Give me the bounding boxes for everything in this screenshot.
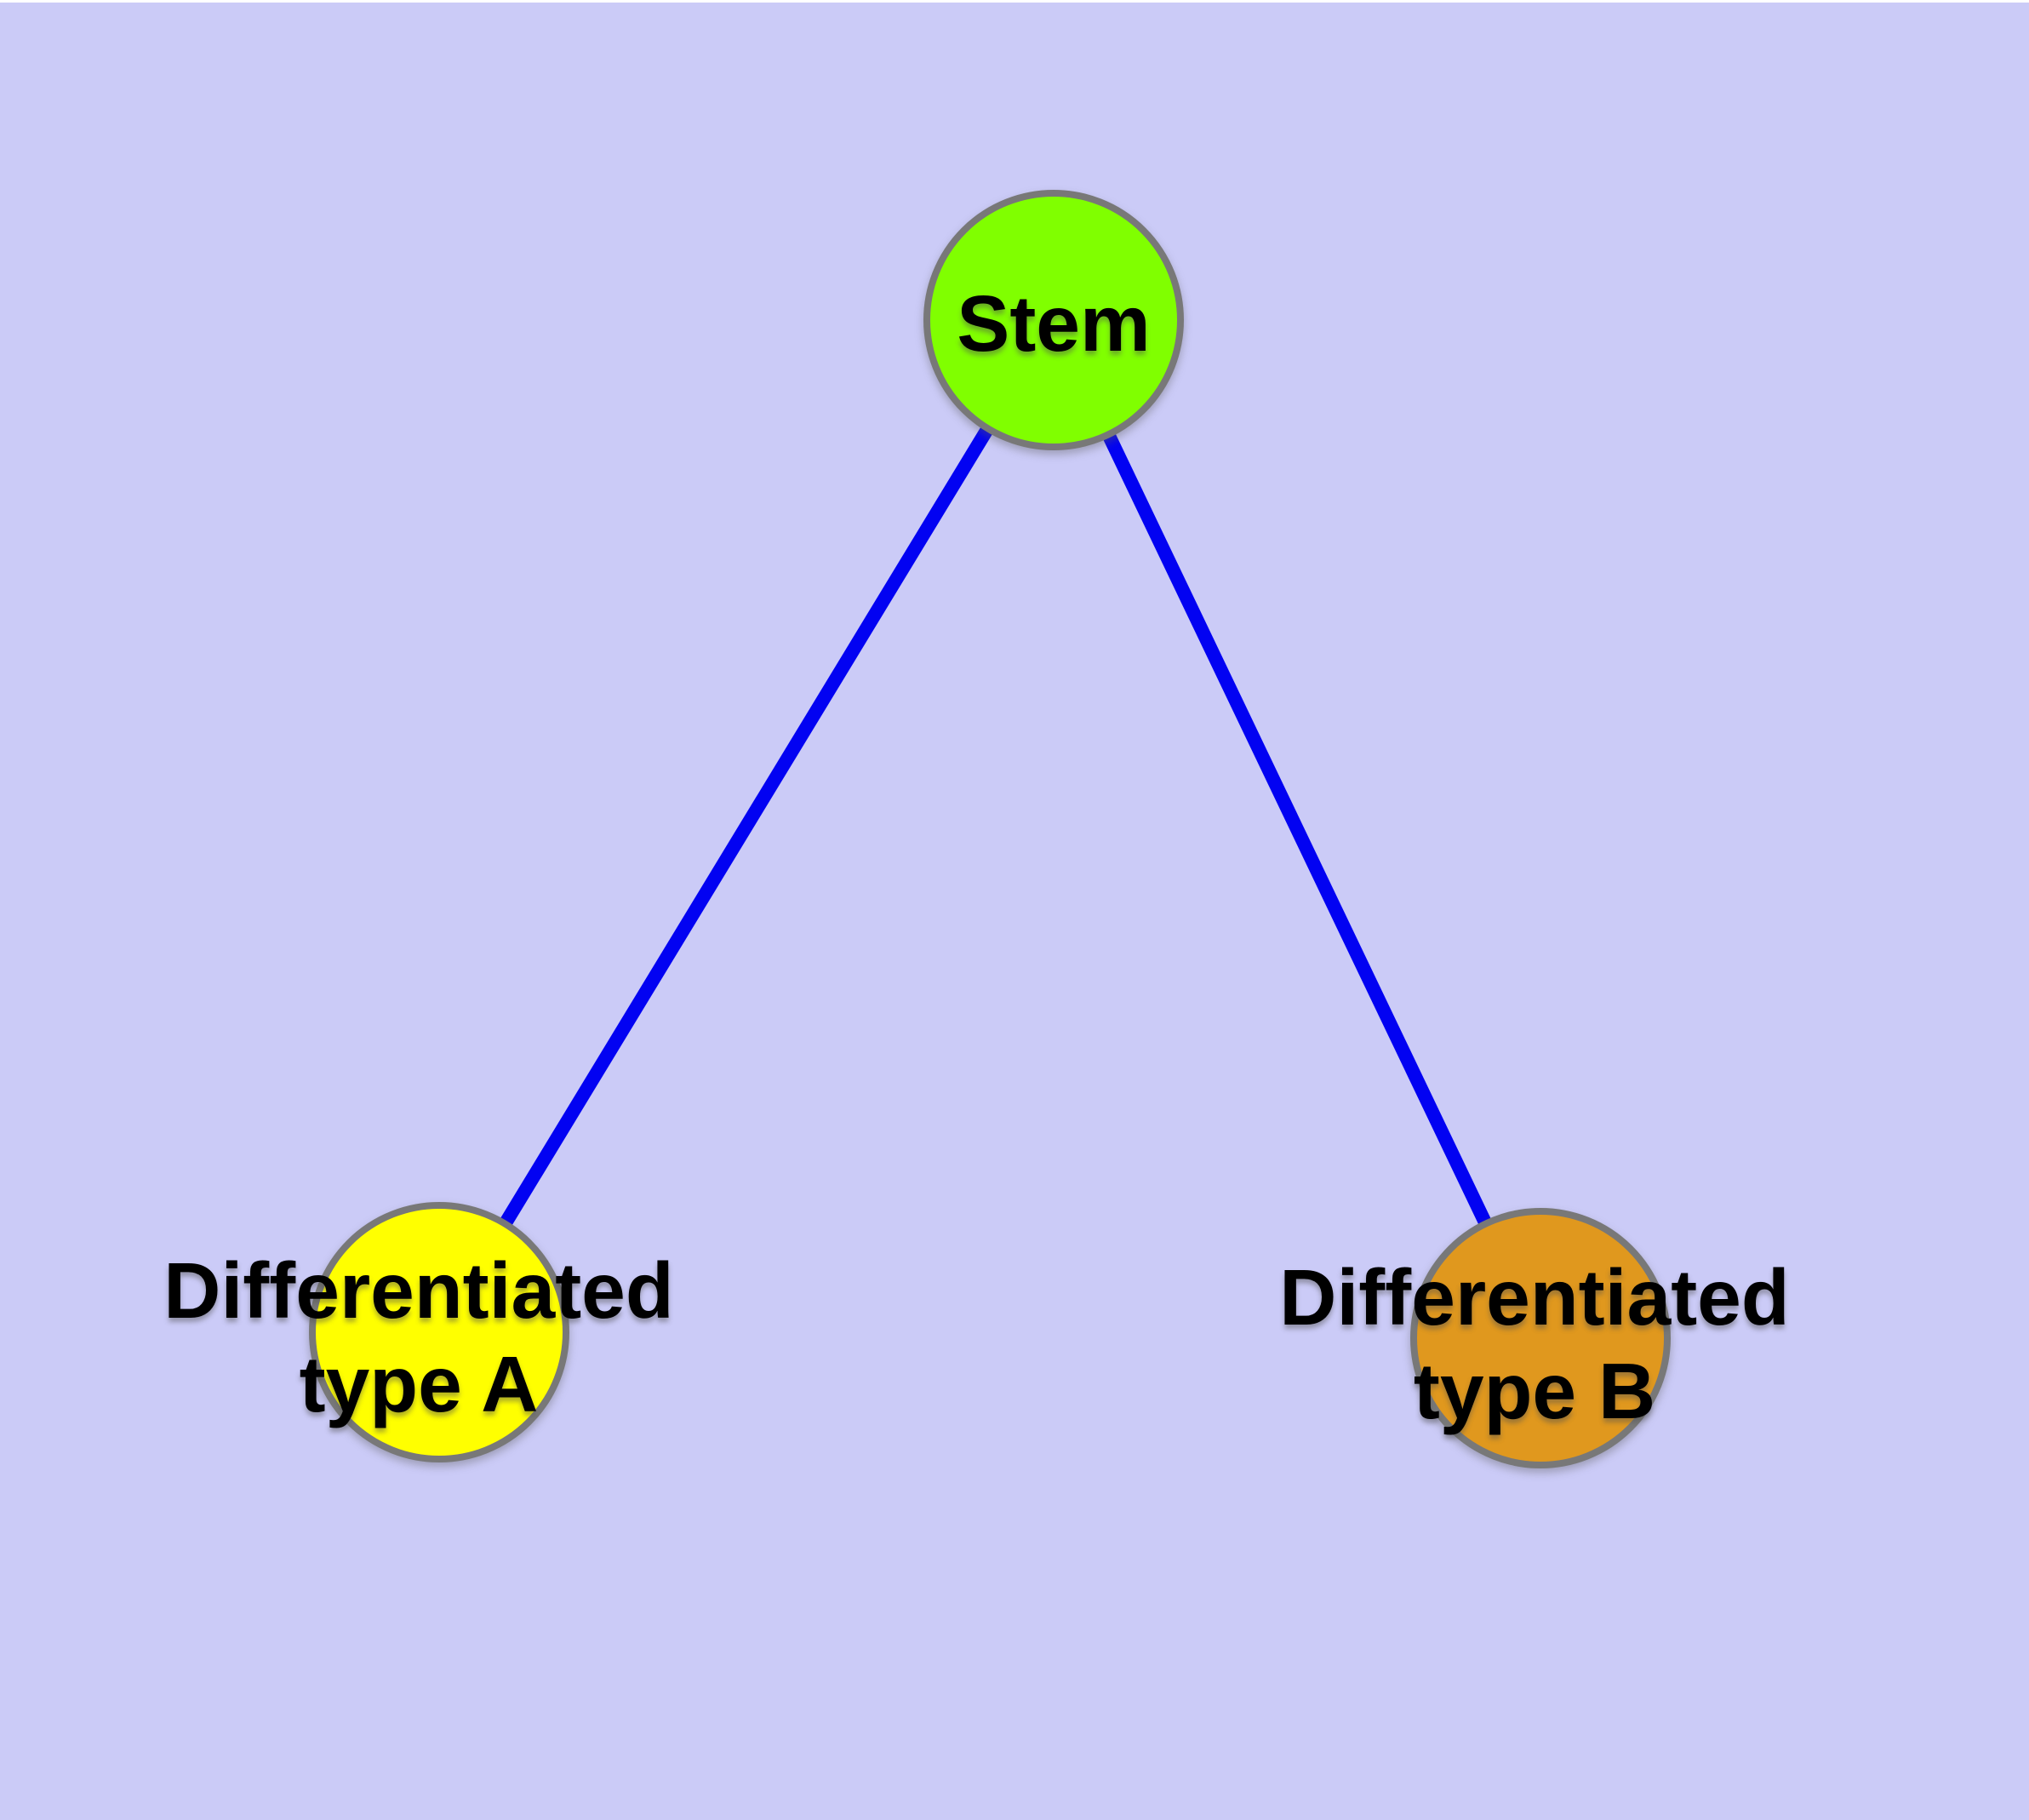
graph-layer xyxy=(309,190,1671,1468)
edge-stem-to-type-b[interactable] xyxy=(1047,317,1547,1342)
edge-stem-to-type-a[interactable] xyxy=(433,316,1060,1336)
stem-node-circle[interactable] xyxy=(923,190,1184,450)
type-a-node-circle[interactable] xyxy=(309,1202,569,1462)
type-b-node-circle[interactable] xyxy=(1410,1208,1671,1468)
